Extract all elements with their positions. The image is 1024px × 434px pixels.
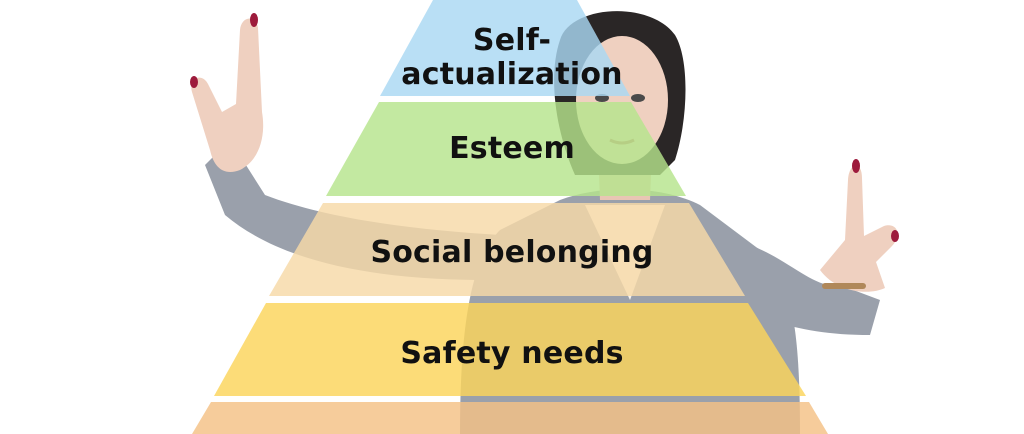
nail bbox=[891, 230, 899, 242]
pyramid-tier-self-actualization bbox=[380, 0, 630, 96]
pyramid-tier-safety-needs bbox=[214, 303, 806, 396]
pyramid-tier-base bbox=[192, 402, 828, 434]
nail bbox=[190, 76, 198, 88]
bracelet bbox=[822, 283, 866, 289]
left-hand bbox=[191, 18, 264, 172]
tier-label-self-actualization: Self- actualization bbox=[0, 24, 1024, 92]
right-hand bbox=[820, 165, 898, 292]
tier-label-social-belonging: Social belonging bbox=[370, 235, 654, 270]
pyramid-tier-esteem bbox=[326, 102, 686, 196]
tier-label-safety-needs: Safety needs bbox=[400, 336, 624, 371]
tier-label-line: actualization bbox=[401, 57, 623, 92]
nail bbox=[852, 159, 860, 173]
nail bbox=[250, 13, 258, 27]
pyramid-tier-social-belonging bbox=[269, 203, 745, 296]
pyramid bbox=[192, 0, 828, 434]
tier-label-line: Self- bbox=[472, 23, 552, 58]
right-eye bbox=[631, 94, 645, 102]
right-sleeve bbox=[750, 245, 880, 335]
tier-label-esteem: Esteem bbox=[449, 131, 575, 166]
